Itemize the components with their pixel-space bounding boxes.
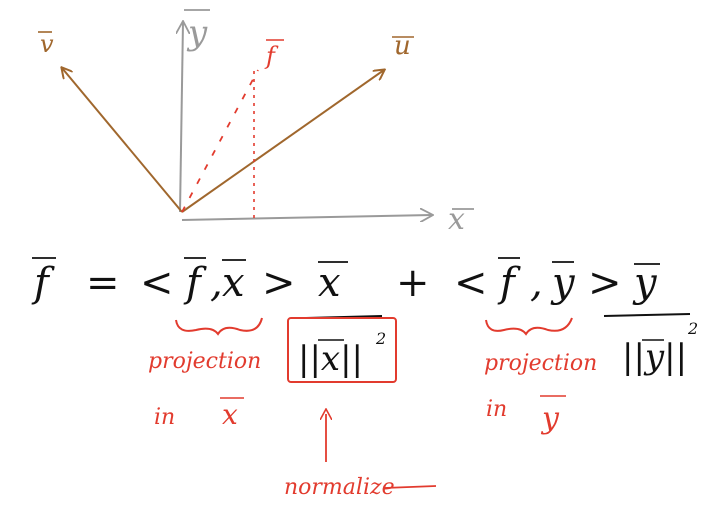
annotation-projection-1: projection — [148, 349, 261, 374]
formula-inner2-y: y — [550, 260, 576, 306]
formula: f = < f , x > x + < f , y > y — [31, 257, 691, 319]
annotation-in-1-vector: x — [222, 398, 238, 431]
vector-v — [62, 68, 183, 213]
denominator-norm-y-power: 2 — [687, 319, 698, 338]
normalize-box — [287, 317, 397, 383]
formula-inner2-open: < — [454, 260, 488, 306]
axes: y x — [180, 9, 474, 237]
annotation-in-1: in — [154, 405, 175, 430]
denominator-norm-y: ||y|| — [622, 337, 687, 377]
formula-equals: = — [86, 260, 120, 306]
annotation-normalize: normalize — [284, 475, 395, 500]
vector-f — [181, 69, 259, 213]
vector-u-label: u — [394, 31, 411, 61]
vector-u — [181, 70, 384, 213]
formula-inner1-f: f — [183, 260, 207, 306]
formula-plus: + — [396, 260, 430, 306]
annotation-in-2: in — [486, 397, 507, 422]
formula-inner1-comma: , — [210, 260, 223, 306]
denominator-norm-x: ||x|| — [298, 339, 363, 379]
denominators: ||x|| 2 ||y|| 2 — [287, 317, 698, 383]
y-axis — [180, 22, 183, 213]
formula-inner2-f: f — [497, 260, 521, 306]
formula-lhs-f: f — [31, 260, 55, 306]
formula-term2-vector: y — [632, 260, 658, 306]
vector-f-label: f — [264, 42, 279, 70]
axis-x-label: x — [448, 202, 465, 237]
formula-term2-fraction-bar — [603, 313, 691, 317]
normalize-underline — [383, 485, 437, 489]
annotations: projection in x projection in y normaliz… — [148, 317, 597, 500]
annotation-projection-2: projection — [484, 351, 597, 376]
formula-inner1-open: < — [140, 260, 174, 306]
annotation-in-2-vector: y — [540, 401, 560, 436]
basis-vectors: v u — [38, 30, 414, 213]
brace-projection-2 — [485, 317, 573, 336]
vector-v-label: v — [40, 30, 54, 58]
formula-inner1-x: x — [222, 260, 245, 306]
x-axis — [181, 215, 432, 220]
vector-f-group: f — [181, 39, 284, 218]
denominator-norm-x-power: 2 — [375, 329, 386, 348]
brace-projection-1 — [175, 317, 263, 336]
formula-inner2-close: > — [588, 260, 622, 306]
axis-y-label: y — [186, 13, 208, 53]
formula-term1-vector: x — [318, 260, 341, 306]
formula-inner1-close: > — [262, 260, 296, 306]
formula-inner2-comma: , — [530, 260, 543, 306]
